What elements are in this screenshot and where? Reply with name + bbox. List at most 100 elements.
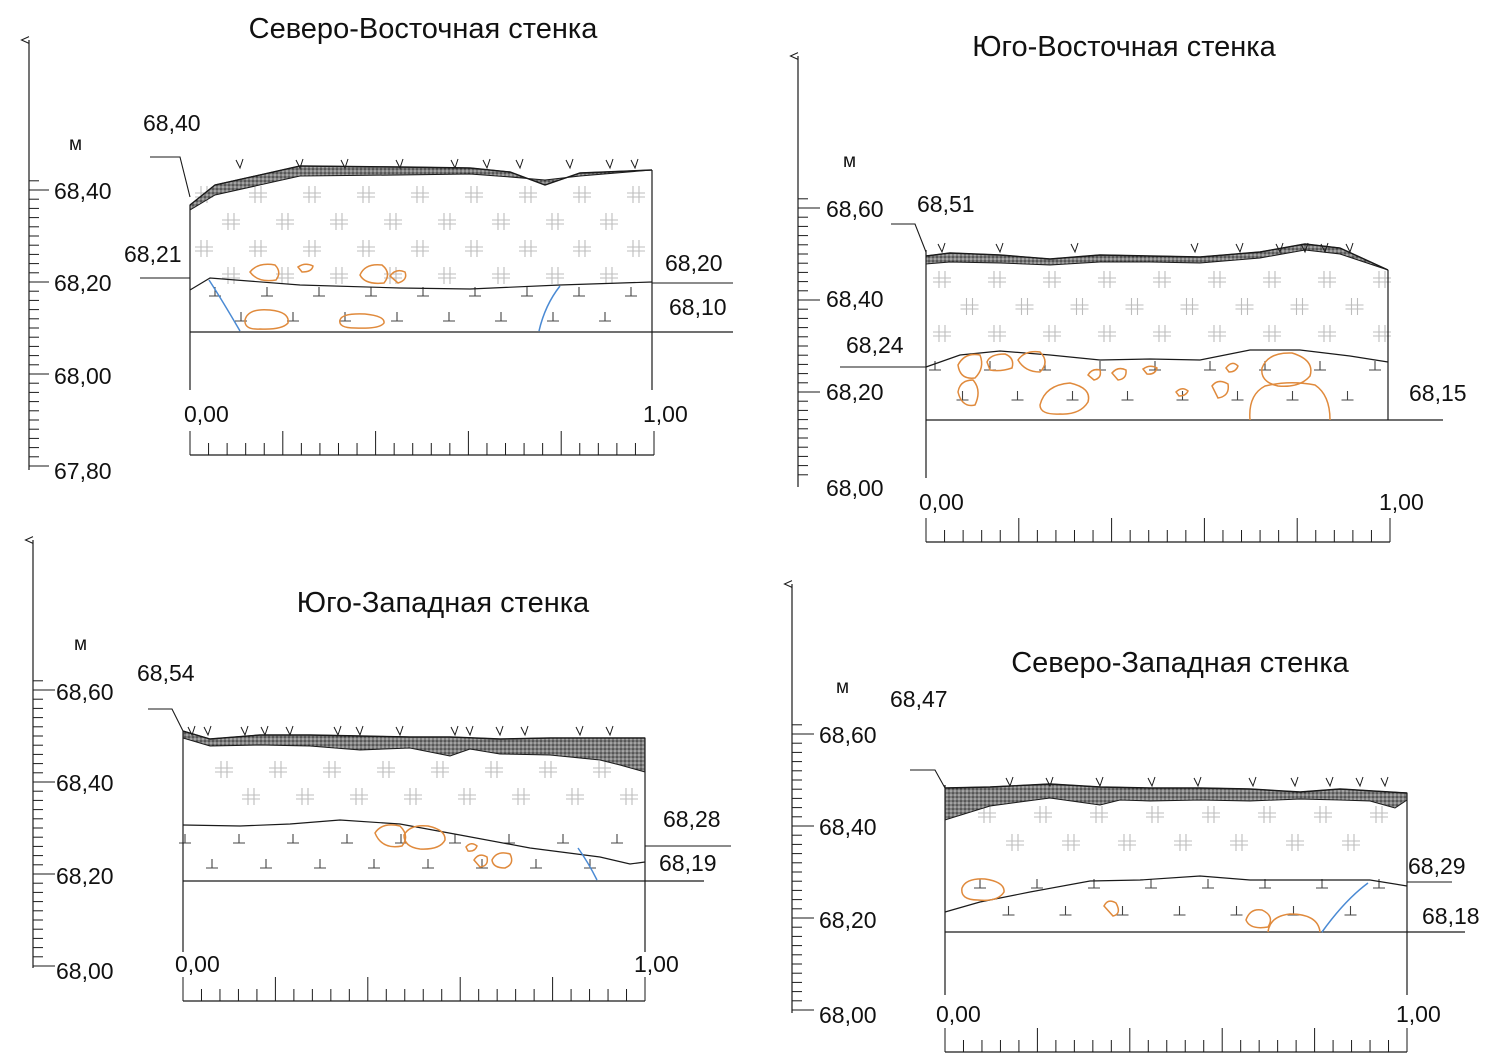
tick-label: 68,40 xyxy=(819,814,877,840)
surface-line xyxy=(189,165,653,206)
elevation-label-surface: 68,47 xyxy=(890,686,948,712)
grass-tuft xyxy=(495,725,504,737)
cross-symbol xyxy=(566,788,584,805)
cross-symbol xyxy=(1174,834,1192,851)
cross-symbol xyxy=(303,240,321,257)
stone xyxy=(1017,350,1046,373)
profile-title: Северо-Восточная стенка xyxy=(249,13,599,45)
cross-symbol xyxy=(988,325,1006,342)
cross-symbol xyxy=(438,213,456,230)
cross-symbol xyxy=(1370,806,1388,823)
stone xyxy=(1211,380,1230,399)
stone xyxy=(403,824,446,850)
unit-label: м xyxy=(74,634,87,655)
elevation-axis: м 68,60 68,40 68,20 68,00 xyxy=(24,536,114,984)
surface-line xyxy=(925,243,1389,271)
tee-symbol xyxy=(521,287,533,297)
tick-label: 68,20 xyxy=(56,863,114,889)
surface-line xyxy=(944,783,1408,794)
crack-line xyxy=(1321,882,1369,933)
stone xyxy=(473,854,489,868)
tee-symbol xyxy=(368,859,380,869)
tick-label: 67,80 xyxy=(54,458,112,484)
layer-boundary xyxy=(189,277,653,291)
tee-symbol xyxy=(530,859,542,869)
grass-tuft xyxy=(995,242,1004,254)
scale-label-end: 1,00 xyxy=(643,401,688,427)
cross-symbol xyxy=(1208,271,1226,288)
grass-tuft xyxy=(1045,776,1054,788)
grass-tuft xyxy=(450,725,459,737)
scale-ticks xyxy=(944,1028,1408,1053)
cross-symbol xyxy=(485,761,503,778)
tick-label: 68,60 xyxy=(819,722,877,748)
grass-tuft xyxy=(1355,776,1364,788)
grass-tuft xyxy=(187,725,196,737)
cross-symbol xyxy=(519,240,537,257)
stone xyxy=(1245,908,1272,929)
tick-label: 68,40 xyxy=(826,286,884,312)
grass-tuft xyxy=(395,158,404,170)
cross-symbol xyxy=(357,186,375,203)
cross-symbol xyxy=(357,240,375,257)
cross-symbol xyxy=(933,325,951,342)
cross-symbol xyxy=(627,240,645,257)
tee-symbol xyxy=(1173,906,1186,916)
grass-tuft xyxy=(240,725,249,737)
elevation-label-boundary-right: 68,20 xyxy=(665,250,723,276)
cross-symbol xyxy=(458,788,476,805)
grass-tufts xyxy=(1005,776,1389,788)
stone xyxy=(296,263,314,273)
tick-label: 68,40 xyxy=(54,178,112,204)
tick-label: 68,20 xyxy=(819,907,877,933)
topsoil-layer xyxy=(925,243,1389,271)
grass-tuft xyxy=(1095,776,1104,788)
tee-symbol xyxy=(1011,391,1024,401)
grass-tuft xyxy=(1320,242,1329,254)
tee-symbol xyxy=(1094,361,1106,371)
axis-ticks xyxy=(798,198,820,476)
cross-symbol xyxy=(1043,325,1061,342)
cross-symbol xyxy=(933,271,951,288)
stones xyxy=(957,350,1331,421)
stone xyxy=(1087,368,1102,381)
elevation-label-base: 68,19 xyxy=(659,850,717,876)
grass-tufts xyxy=(187,725,614,737)
cross-symbol xyxy=(1373,325,1391,342)
tee-symbol xyxy=(1116,906,1129,916)
tee-symbol xyxy=(503,834,515,844)
stone xyxy=(1103,900,1120,917)
tick-label: 68,60 xyxy=(56,679,114,705)
section-body xyxy=(925,242,1443,478)
grass-tuft xyxy=(1345,242,1354,254)
cross-symbol xyxy=(519,186,537,203)
tee-symbol xyxy=(1149,361,1161,371)
grass-tuft xyxy=(295,158,304,170)
unit-label: м xyxy=(69,134,82,155)
leader-line xyxy=(150,156,191,198)
cross-symbol xyxy=(1318,271,1336,288)
cross-symbol xyxy=(222,213,240,230)
stone xyxy=(465,843,478,852)
elevation-label-boundary: 68,24 xyxy=(846,332,904,358)
cross-symbol xyxy=(1314,806,1332,823)
cross-symbol xyxy=(1235,298,1254,315)
elevation-labels: 68,47 68,29 68,18 xyxy=(890,686,1480,929)
elevation-labels: 68,54 68,28 68,19 xyxy=(137,660,731,876)
grass-tuft xyxy=(355,725,364,737)
grass-tuft xyxy=(937,242,946,254)
grass-tuft xyxy=(605,158,614,170)
elevation-labels: 68,40 68,21 68,20 68,10 xyxy=(124,110,733,320)
cross-symbol xyxy=(1258,806,1276,823)
stone xyxy=(339,313,385,329)
cross-symbol xyxy=(438,267,456,284)
cross-symbol xyxy=(330,267,348,284)
grass-tuft xyxy=(1248,776,1257,788)
cross-symbol xyxy=(1146,806,1164,823)
scale-label-end: 1,00 xyxy=(1379,489,1424,515)
tee-symbol xyxy=(956,391,969,401)
cross-symbol xyxy=(195,240,213,257)
elevation-label-base: 68,15 xyxy=(1409,380,1467,406)
cross-symbol xyxy=(1070,298,1089,315)
